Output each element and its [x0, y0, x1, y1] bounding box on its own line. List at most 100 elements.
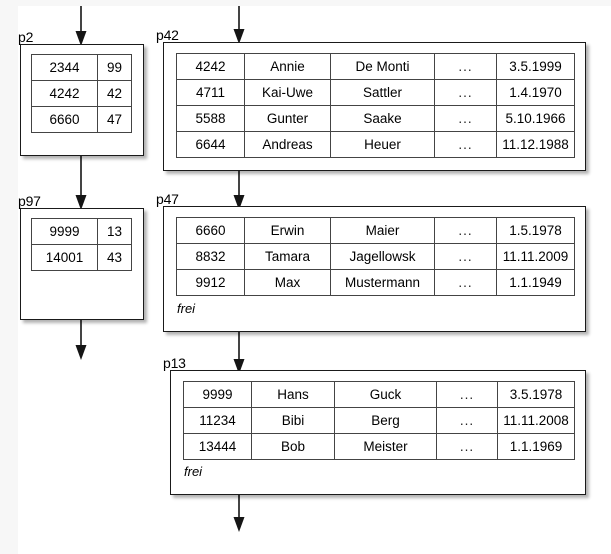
table-row[interactable]: 2344 99 [31, 54, 132, 81]
record-first-name: Max [244, 269, 331, 296]
free-space-label-p47: frei [177, 301, 196, 316]
record-id: 4242 [176, 53, 245, 80]
index-grid-p97: 9999 13 14001 43 [31, 218, 132, 271]
record-id: 11234 [183, 407, 252, 434]
record-first-name: Bibi [251, 407, 335, 434]
record-ellipsis: ... [434, 53, 497, 80]
record-first-name: Tamara [244, 243, 331, 270]
record-last-name: Guck [334, 381, 437, 408]
record-date: 1.1.1969 [497, 433, 575, 460]
table-row[interactable]: 9912 Max Mustermann ... 1.1.1949 [176, 269, 575, 296]
index-key: 4242 [31, 80, 98, 107]
record-date: 11.11.2009 [496, 243, 575, 270]
free-space-label-p13: frei [184, 464, 203, 479]
record-last-name: Meister [334, 433, 437, 460]
record-date: 1.4.1970 [496, 79, 575, 106]
page-block-p97[interactable]: 9999 13 14001 43 [20, 208, 144, 320]
arrow-p97-down [75, 318, 87, 360]
page-block-p13[interactable]: 9999 Hans Guck ... 3.5.1978 11234 Bibi B… [170, 370, 586, 495]
index-pointer: 47 [97, 106, 132, 133]
table-row[interactable]: 4711 Kai-Uwe Sattler ... 1.4.1970 [176, 79, 575, 106]
table-row[interactable]: 4242 42 [31, 80, 132, 107]
page-label-p42: p42 [156, 27, 179, 43]
record-last-name: Jagellowsk [330, 243, 435, 270]
index-key: 9999 [31, 218, 98, 245]
table-row[interactable]: 9999 13 [31, 218, 132, 245]
record-date: 1.5.1978 [496, 217, 575, 244]
table-row[interactable]: 5588 Gunter Saake ... 5.10.1966 [176, 105, 575, 132]
record-ellipsis: ... [436, 381, 498, 408]
index-pointer: 13 [97, 218, 132, 245]
record-id: 6660 [176, 217, 245, 244]
index-grid-p2: 2344 99 4242 42 6660 47 [31, 54, 132, 133]
data-grid-p47: 6660 Erwin Maier ... 1.5.1978 8832 Tamar… [176, 217, 575, 296]
record-first-name: Kai-Uwe [244, 79, 331, 106]
record-ellipsis: ... [434, 79, 497, 106]
record-last-name: Sattler [330, 79, 435, 106]
record-ellipsis: ... [436, 433, 498, 460]
record-id: 8832 [176, 243, 245, 270]
record-last-name: Mustermann [330, 269, 435, 296]
table-row[interactable]: 14001 43 [31, 244, 132, 271]
index-pointer: 42 [97, 80, 132, 107]
record-ellipsis: ... [436, 407, 498, 434]
record-id: 13444 [183, 433, 252, 460]
index-pointer: 99 [97, 54, 132, 81]
record-ellipsis: ... [434, 131, 497, 158]
record-date: 1.1.1949 [496, 269, 575, 296]
arrow-into-p2 [75, 6, 87, 46]
record-first-name: Andreas [244, 131, 331, 158]
record-first-name: Bob [251, 433, 335, 460]
record-date: 3.5.1978 [497, 381, 575, 408]
record-first-name: Erwin [244, 217, 331, 244]
index-key: 2344 [31, 54, 98, 81]
record-last-name: De Monti [330, 53, 435, 80]
table-row[interactable]: 6660 Erwin Maier ... 1.5.1978 [176, 217, 575, 244]
index-key: 6660 [31, 106, 98, 133]
page-label-p97: p97 [18, 193, 41, 209]
record-date: 11.11.2008 [497, 407, 575, 434]
record-last-name: Saake [330, 105, 435, 132]
table-row[interactable]: 8832 Tamara Jagellowsk ... 11.11.2009 [176, 243, 575, 270]
table-row[interactable]: 6660 47 [31, 106, 132, 133]
record-ellipsis: ... [434, 217, 497, 244]
record-ellipsis: ... [434, 269, 497, 296]
record-first-name: Annie [244, 53, 331, 80]
arrow-p42-to-p47 [233, 170, 245, 210]
record-last-name: Berg [334, 407, 437, 434]
table-row[interactable]: 13444 Bob Meister ... 1.1.1969 [183, 433, 575, 460]
page-label-p13: p13 [163, 355, 186, 371]
arrow-p47-to-p13 [233, 330, 245, 374]
page-label-p2: p2 [18, 29, 34, 45]
page-block-p47[interactable]: 6660 Erwin Maier ... 1.5.1978 8832 Tamar… [163, 206, 586, 332]
record-id: 4711 [176, 79, 245, 106]
page-label-p47: p47 [156, 191, 179, 207]
record-date: 5.10.1966 [496, 105, 575, 132]
arrow-into-p42 [233, 6, 245, 44]
record-last-name: Maier [330, 217, 435, 244]
record-id: 9912 [176, 269, 245, 296]
data-grid-p13: 9999 Hans Guck ... 3.5.1978 11234 Bibi B… [183, 381, 575, 460]
data-grid-p42: 4242 Annie De Monti ... 3.5.1999 4711 Ka… [176, 53, 575, 158]
table-row[interactable]: 11234 Bibi Berg ... 11.11.2008 [183, 407, 575, 434]
record-last-name: Heuer [330, 131, 435, 158]
record-ellipsis: ... [434, 105, 497, 132]
record-first-name: Gunter [244, 105, 331, 132]
page-block-p2[interactable]: 2344 99 4242 42 6660 47 [20, 44, 144, 156]
record-id: 6644 [176, 131, 245, 158]
record-date: 3.5.1999 [496, 53, 575, 80]
record-date: 11.12.1988 [496, 131, 575, 158]
record-id: 9999 [183, 381, 252, 408]
arrow-p13-down [233, 494, 245, 532]
index-pointer: 43 [97, 244, 132, 271]
arrow-p2-to-p97 [75, 154, 87, 210]
table-row[interactable]: 4242 Annie De Monti ... 3.5.1999 [176, 53, 575, 80]
index-key: 14001 [31, 244, 98, 271]
record-id: 5588 [176, 105, 245, 132]
record-ellipsis: ... [434, 243, 497, 270]
page-block-p42[interactable]: 4242 Annie De Monti ... 3.5.1999 4711 Ka… [163, 42, 586, 171]
table-row[interactable]: 9999 Hans Guck ... 3.5.1978 [183, 381, 575, 408]
table-row[interactable]: 6644 Andreas Heuer ... 11.12.1988 [176, 131, 575, 158]
